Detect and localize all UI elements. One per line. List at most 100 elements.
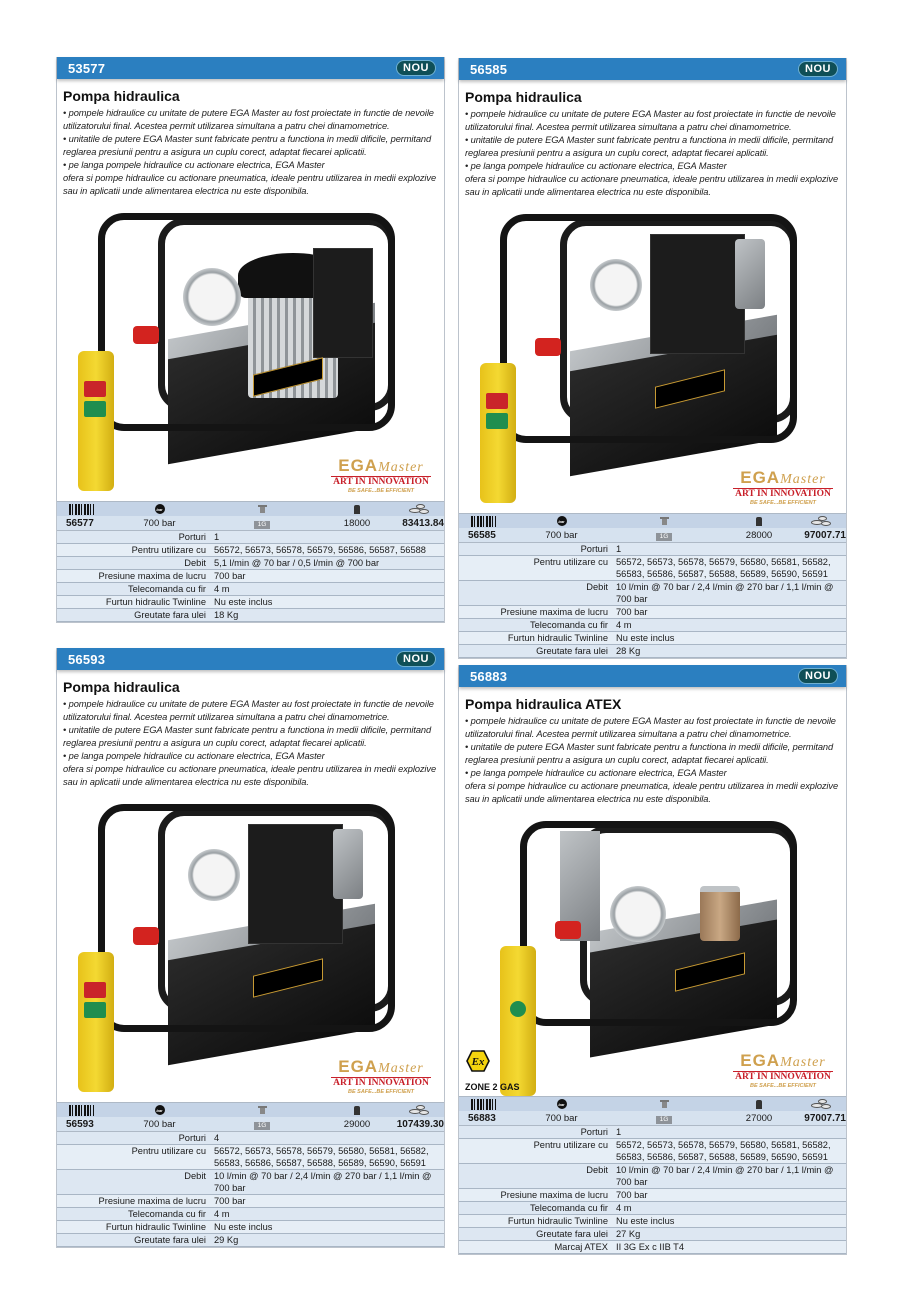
zone-label: ZONE 2 GAS	[465, 1082, 520, 1092]
barcode-icon	[471, 515, 496, 527]
spec-value: 28 Kg	[612, 644, 846, 658]
description-line: • pompele hidraulice cu unitate de puter…	[465, 716, 836, 739]
spec-value: 700 bar	[612, 605, 846, 619]
spec-label: Telecomanda cu fir	[459, 1201, 612, 1215]
description-line: ofera si pompe hidraulice cu actionare p…	[465, 174, 839, 197]
card-header: 53577 NOU	[57, 57, 444, 79]
product-ref: 56585	[468, 529, 496, 541]
weight-icon	[756, 1099, 762, 1109]
pressure-value: 700 bar	[545, 529, 578, 541]
coins-icon	[809, 1099, 833, 1109]
product-card-56585: 56585 NOU Pompa hidraulica • pompele hid…	[458, 58, 847, 659]
spec-label: Marcaj ATEX	[459, 1240, 612, 1254]
coins-icon	[809, 516, 833, 526]
spec-label: Telecomanda cu fir	[459, 618, 612, 632]
pendant-remote	[480, 363, 516, 503]
spec-label: Furtun hidraulic Twinline	[57, 595, 210, 609]
new-badge: NOU	[798, 61, 838, 77]
price-value: 107439.30	[396, 1118, 444, 1130]
description-line: • pe langa pompele hidraulice cu actiona…	[63, 160, 325, 170]
atex-ex-icon: Ex	[466, 1050, 490, 1072]
spec-label: Greutate fara ulei	[459, 644, 612, 658]
spec-label: Presiune maxima de lucru	[57, 569, 210, 583]
group-tag: 1G	[655, 1115, 673, 1124]
weight-icon	[354, 1105, 360, 1115]
control-box	[313, 248, 373, 358]
red-coupler	[133, 326, 159, 344]
pressure-bar-icon: bar	[154, 1105, 165, 1115]
remote-on-button	[84, 1002, 106, 1018]
description-line: • unitatile de putere EGA Master sunt fa…	[63, 134, 432, 157]
pump-photo	[58, 198, 445, 501]
spec-label: Telecomanda cu fir	[57, 582, 210, 596]
pot-icon	[257, 505, 267, 513]
card-header: 56883 NOU	[459, 665, 846, 687]
spec-value: 10 l/min @ 70 bar / 2,4 l/min @ 270 bar …	[210, 1169, 444, 1195]
new-badge: NOU	[396, 651, 436, 667]
price-value: 97007.71	[804, 529, 846, 541]
spec-label: Greutate fara ulei	[57, 1233, 210, 1247]
spec-value: 1	[210, 531, 444, 544]
product-header-code: 56585	[470, 61, 508, 77]
spec-value-row: 56585 700 bar 1G 28000 97007.71	[459, 528, 846, 543]
filter-canister	[735, 239, 765, 309]
control-box	[248, 824, 343, 944]
product-header-code: 56593	[68, 651, 106, 667]
spec-icon-row: bar	[57, 1102, 444, 1117]
spec-value: II 3G Ex c IIB T4	[612, 1240, 846, 1254]
control-box	[650, 234, 745, 354]
ega-master-logo: EGAMaster ART IN INNOVATION BE SAFE...BE…	[733, 469, 833, 507]
pressure-value: 700 bar	[143, 1118, 176, 1130]
description-line: • pe langa pompele hidraulice cu actiona…	[63, 751, 325, 761]
price-value: 97007.71	[804, 1112, 846, 1124]
description-line: • pe langa pompele hidraulice cu actiona…	[465, 768, 727, 778]
spec-label: Pentru utilizare cu	[57, 543, 210, 557]
spec-label: Presiune maxima de lucru	[57, 1194, 210, 1208]
spec-value: 56572, 56573, 56578, 56579, 56580, 56581…	[612, 1138, 846, 1164]
spec-value: 29 Kg	[210, 1233, 444, 1247]
spec-value-row: 56577 700 bar 1G 18000 83413.84	[57, 516, 444, 531]
product-ref: 56577	[66, 517, 94, 529]
spec-label: Pentru utilizare cu	[459, 1138, 612, 1164]
remote-on-button	[84, 401, 106, 417]
spec-value-row: 56593 700 bar 1G 29000 107439.30	[57, 1117, 444, 1132]
product-description: • pompele hidraulice cu unitate de puter…	[63, 107, 438, 198]
group-tag: 1G	[655, 532, 673, 541]
spec-value: 700 bar	[612, 1188, 846, 1202]
product-description: • pompele hidraulice cu unitate de puter…	[63, 698, 438, 789]
spec-label: Pentru utilizare cu	[57, 1144, 210, 1170]
spec-label: Greutate fara ulei	[459, 1227, 612, 1241]
card-header: 56593 NOU	[57, 648, 444, 670]
remote-off-button	[84, 982, 106, 998]
spec-label: Debit	[57, 556, 210, 570]
barcode-icon	[471, 1098, 496, 1110]
description-line: ofera si pompe hidraulice cu actionare p…	[63, 764, 437, 787]
pressure-bar-icon: bar	[556, 1099, 567, 1109]
spec-label: Pentru utilizare cu	[459, 555, 612, 581]
product-header-code: 56883	[470, 668, 508, 684]
pump-frame-front	[520, 821, 797, 1026]
pressure-value: 700 bar	[143, 517, 176, 529]
card-header: 56585 NOU	[459, 58, 846, 80]
coins-icon	[407, 1105, 431, 1115]
pump-frame-front	[98, 213, 395, 431]
group-tag: 1G	[253, 520, 271, 529]
barcode-icon	[69, 1104, 94, 1116]
spec-value: 700 bar	[210, 569, 444, 583]
product-header-code: 53577	[68, 60, 106, 76]
spec-value: 4	[210, 1132, 444, 1145]
spec-value: Nu este inclus	[612, 631, 846, 645]
